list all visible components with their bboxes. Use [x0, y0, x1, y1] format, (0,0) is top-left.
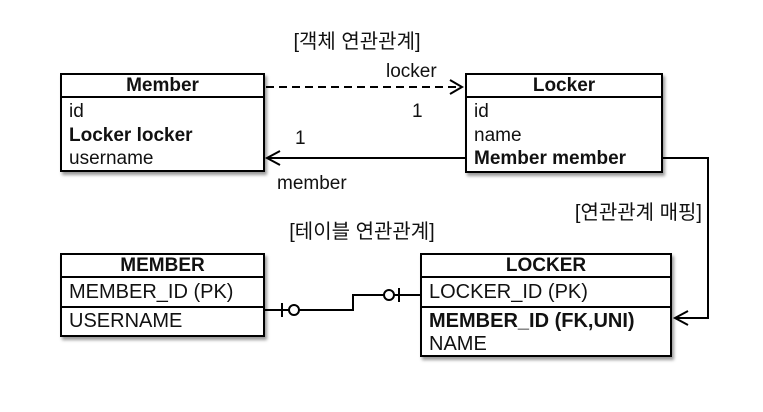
table-section-label: [테이블 연관관계]	[289, 221, 435, 243]
locker-table-row-pk: LOCKER_ID (PK)	[422, 278, 670, 308]
member-field-id: id	[69, 101, 84, 122]
locker-edge-label: locker	[386, 61, 437, 82]
object-association-solid-arrow	[264, 150, 465, 166]
locker-table-box: LOCKER LOCKER_ID (PK) MEMBER_ID (FK,UNI)…	[420, 253, 672, 357]
locker-field-name: name	[474, 124, 522, 146]
locker-field-member: Member member	[474, 148, 627, 169]
member-class-box: Member id Locker locker username	[60, 73, 265, 172]
locker-class-fields: id name Member member	[467, 98, 661, 171]
object-section-label: [객체 연관관계]	[293, 31, 421, 53]
mapping-label: [연관관계 매핑]	[574, 202, 702, 224]
member-class-title: Member	[62, 75, 263, 98]
member-table-row-pk: MEMBER_ID (PK)	[62, 278, 263, 308]
member-field-username: username	[69, 148, 154, 169]
locker-table-row-fk: MEMBER_ID (FK,UNI)	[429, 310, 635, 332]
member-table-box: MEMBER MEMBER_ID (PK) USERNAME	[60, 253, 265, 337]
member-class-fields: id Locker locker username	[62, 98, 263, 171]
locker-table-title: LOCKER	[422, 255, 670, 278]
member-table-row-username: USERNAME	[69, 310, 183, 332]
locker-multiplicity: 1	[412, 101, 423, 122]
locker-field-id: id	[474, 101, 489, 122]
member-multiplicity: 1	[295, 128, 306, 149]
member-table-title: MEMBER	[62, 255, 263, 278]
table-relation-connector	[265, 288, 420, 317]
member-field-locker: Locker locker	[69, 124, 193, 146]
locker-class-title: Locker	[467, 75, 661, 98]
locker-class-box: Locker id name Member member	[465, 73, 663, 173]
member-edge-label: member	[277, 173, 347, 194]
locker-table-row-name: NAME	[429, 333, 487, 355]
